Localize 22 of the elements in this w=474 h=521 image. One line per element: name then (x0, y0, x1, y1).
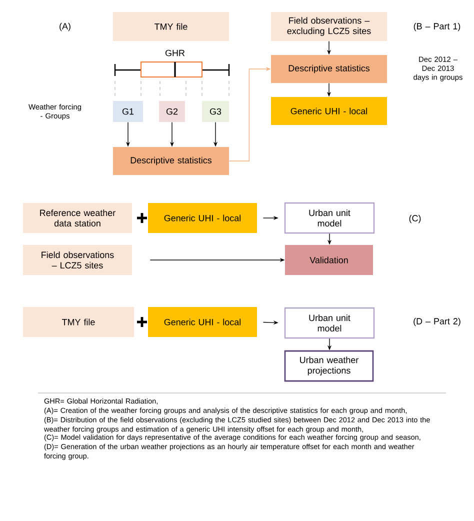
process-box: Generic UHI - local (271, 97, 387, 125)
process-box: Validation (285, 245, 373, 275)
input-box: Field observations – excluding LCZ5 sites (271, 12, 387, 41)
group-box: G3 (202, 101, 229, 122)
process-box: Generic UHI - local (148, 307, 257, 337)
process-box: Urban unit model (284, 307, 375, 339)
process-box: Urban weather projections (284, 350, 374, 382)
panel-label: (C) (409, 214, 421, 224)
axis-label: GHR (166, 50, 185, 56)
process-box: Descriptive statistics (113, 147, 229, 175)
panel-label: (A) (60, 22, 70, 32)
panel-label: (B – Part 1) (414, 22, 460, 32)
input-box: Reference weather data station (23, 203, 132, 233)
input-box: TMY file (23, 307, 134, 337)
group-box: G1 (113, 101, 143, 122)
process-box: Urban unit model (284, 202, 375, 234)
input-box: TMY file (113, 12, 229, 41)
process-box: Descriptive statistics (271, 55, 387, 83)
process-box: Generic UHI - local (148, 203, 257, 233)
panel-label: (D – Part 2) (414, 318, 460, 326)
input-box: Field observations – LCZ5 sites (23, 245, 132, 275)
group-box: G2 (159, 101, 185, 122)
